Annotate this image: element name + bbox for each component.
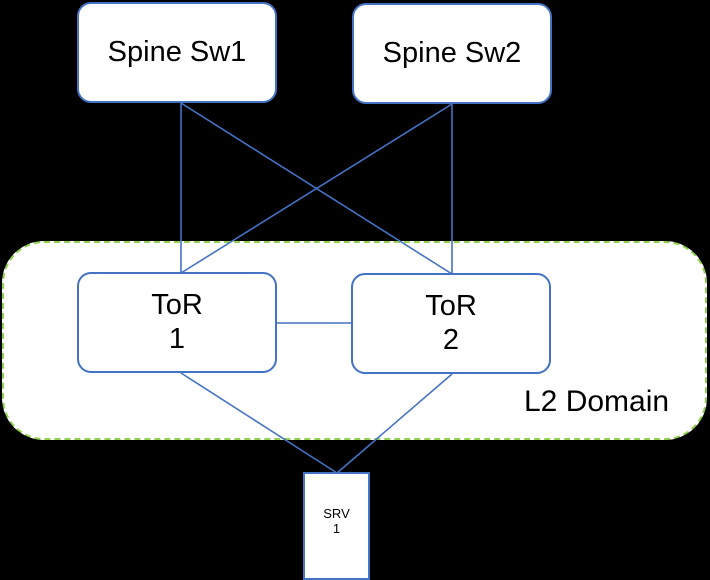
link-tor2-srv1 xyxy=(336,373,453,474)
node-srv-1-index: 1 xyxy=(332,520,341,536)
node-tor-2-label: ToR xyxy=(425,290,477,323)
l2-domain-label: L2 Domain xyxy=(524,385,670,418)
link-tor1-srv1 xyxy=(180,372,338,474)
node-spine-sw1[interactable]: Spine Sw1 xyxy=(77,2,277,103)
node-srv-1-label: SRV xyxy=(323,506,350,521)
node-spine-sw2[interactable]: Spine Sw2 xyxy=(352,3,552,104)
node-spine-sw2-label: Spine Sw2 xyxy=(382,36,522,69)
node-tor-1-label: ToR xyxy=(151,289,203,322)
node-tor-2-index: 2 xyxy=(442,323,460,356)
node-tor-1[interactable]: ToR 1 xyxy=(77,272,277,373)
node-spine-sw1-label: Spine Sw1 xyxy=(107,35,247,68)
node-tor-2[interactable]: ToR 2 xyxy=(351,273,551,374)
link-spine2-tor1 xyxy=(180,103,453,274)
node-tor-1-index: 1 xyxy=(168,322,186,355)
node-srv-1[interactable]: SRV 1 xyxy=(303,472,370,580)
